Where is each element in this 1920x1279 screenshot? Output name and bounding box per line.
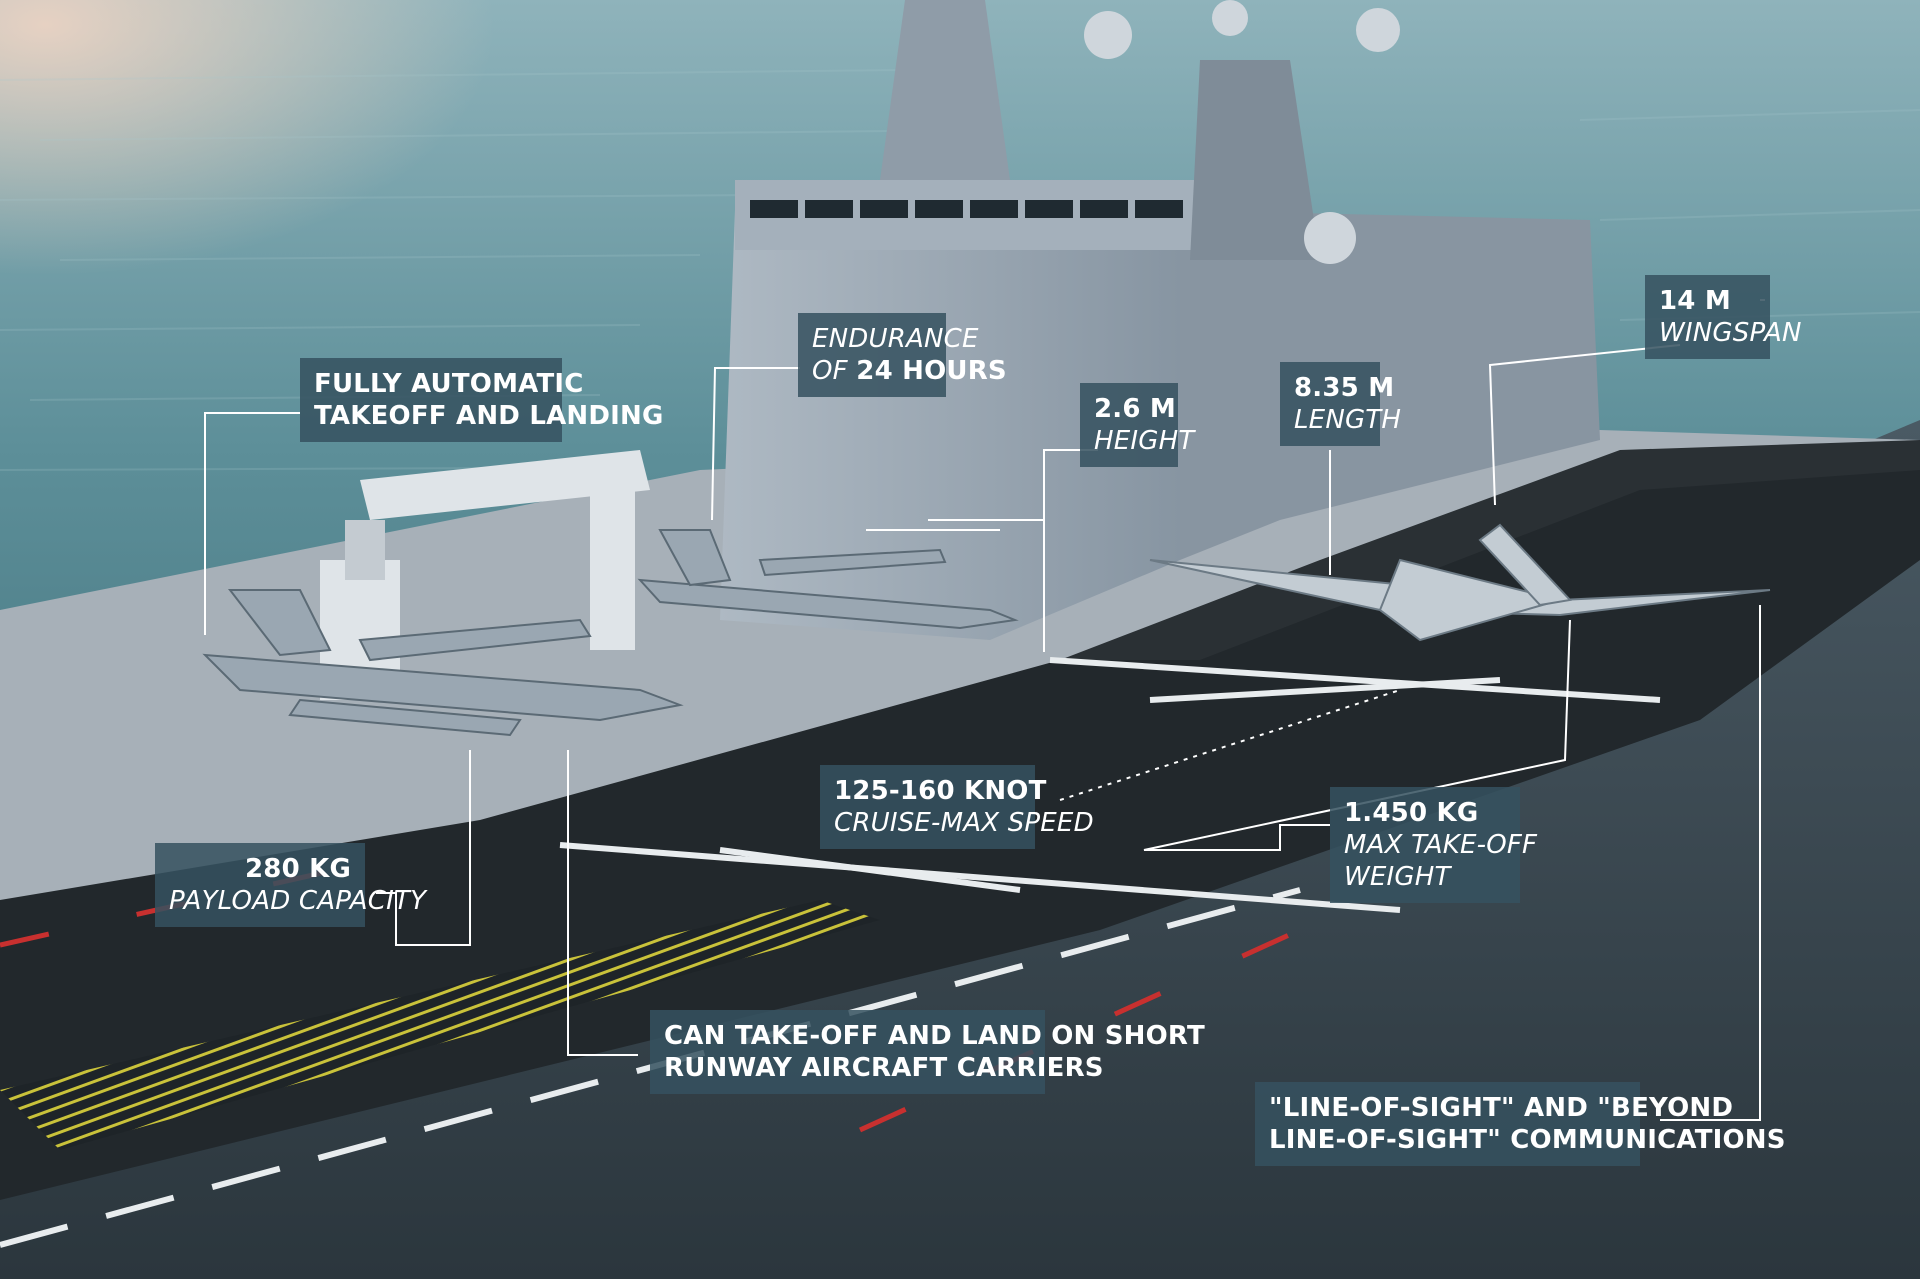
drone-front-left xyxy=(202,589,684,737)
payload-value: 280 KG xyxy=(244,854,351,884)
endurance-line-1: ENDURANCE xyxy=(812,324,979,354)
height-label: HEIGHT xyxy=(1094,426,1195,456)
speed-label: CRUISE-MAX SPEED xyxy=(834,808,1094,838)
sea-wave-lines xyxy=(0,69,1920,471)
short-runway-line-1: CAN TAKE-OFF AND LAND ON SHORT xyxy=(664,1021,1205,1051)
length-label: LENGTH xyxy=(1294,405,1402,435)
weight-value: 1.450 KG xyxy=(1344,798,1479,828)
mast-front xyxy=(880,0,1010,180)
drone-right xyxy=(1149,523,1771,642)
callout-short-runway: CAN TAKE-OFF AND LAND ON SHORT RUNWAY AI… xyxy=(650,1010,1205,1094)
callout-wingspan: 14 M WINGSPAN xyxy=(1645,275,1802,359)
callout-payload: 280 KG PAYLOAD CAPACITY xyxy=(155,843,427,927)
superstructure-rear xyxy=(1180,210,1600,560)
yellow-hatch-strip xyxy=(0,900,880,1150)
flight-deck-far xyxy=(1060,440,1920,660)
bridge-windows xyxy=(750,200,1183,218)
endurance-line-2: OF 24 HOURS xyxy=(812,355,1007,387)
callout-communications: "LINE-OF-SIGHT" AND "BEYOND LINE-OF-SIGH… xyxy=(1255,1082,1786,1166)
height-value: 2.6 M xyxy=(1094,394,1176,424)
radar-dome-3 xyxy=(1356,8,1400,52)
radar-dome-4 xyxy=(1304,212,1356,264)
callout-endurance: ENDURANCE OF 24 HOURS xyxy=(798,313,1007,397)
weight-line-3: WEIGHT xyxy=(1344,862,1451,892)
takeoff-line-2: TAKEOFF AND LANDING xyxy=(314,401,664,431)
endurance-prefix: OF xyxy=(812,356,848,386)
leader-lines xyxy=(204,299,1765,1121)
speed-value: 125-160 KNOT xyxy=(834,776,1047,806)
short-runway-line-2: RUNWAY AIRCRAFT CARRIERS xyxy=(664,1053,1104,1083)
radar-dome-2 xyxy=(1212,0,1248,36)
callout-takeoff-landing: FULLY AUTOMATIC TAKEOFF AND LANDING xyxy=(300,358,664,442)
callout-length: 8.35 M LENGTH xyxy=(1280,362,1402,446)
comms-line-1: "LINE-OF-SIGHT" AND "BEYOND xyxy=(1269,1093,1734,1123)
comms-line-2: LINE-OF-SIGHT" COMMUNICATIONS xyxy=(1269,1125,1786,1155)
radar-dome-1 xyxy=(1084,11,1132,59)
endurance-hours: 24 HOURS xyxy=(856,356,1007,386)
takeoff-line-1: FULLY AUTOMATIC xyxy=(314,369,584,399)
callout-weight: 1.450 KG MAX TAKE-OFF WEIGHT xyxy=(1330,787,1538,903)
callout-speed: 125-160 KNOT CRUISE-MAX SPEED xyxy=(820,765,1094,849)
drone-middle xyxy=(637,529,1019,630)
callout-height: 2.6 M HEIGHT xyxy=(1080,383,1195,467)
weight-line-2: MAX TAKE-OFF xyxy=(1344,830,1538,860)
superstructure-main xyxy=(720,200,1180,640)
wingspan-value: 14 M xyxy=(1659,286,1731,316)
mast-rear xyxy=(1190,60,1320,260)
payload-label: PAYLOAD CAPACITY xyxy=(169,886,427,916)
wingspan-label: WINGSPAN xyxy=(1659,318,1802,348)
length-value: 8.35 M xyxy=(1294,373,1395,403)
